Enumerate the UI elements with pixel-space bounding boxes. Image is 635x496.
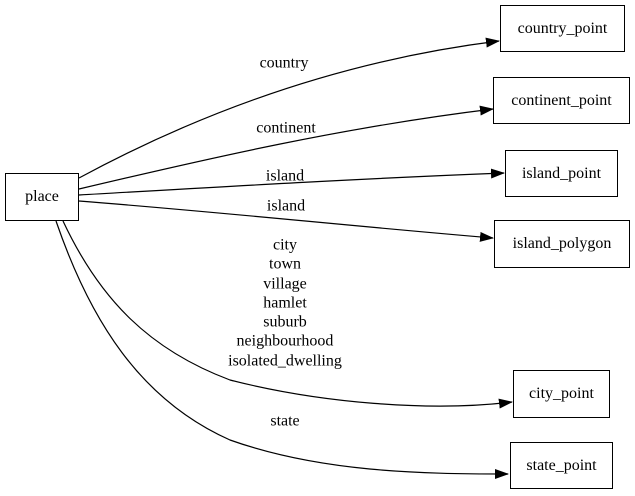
edge-place-to-continent_point [78, 105, 494, 190]
node-label-state_point: state_point [526, 456, 597, 474]
node-island_polygon: island_polygon [494, 220, 630, 268]
edge-label-place-to-continent_point: continent [256, 119, 316, 137]
edge-label-place-to-city_point: city town village hamlet suburb neighbou… [228, 236, 342, 370]
node-place: place [5, 173, 79, 221]
node-label-country_point: country_point [517, 19, 608, 37]
node-label-island_polygon: island_polygon [512, 235, 612, 252]
edge-place-to-state_point [55, 220, 509, 479]
node-country_point: country_point [500, 5, 625, 52]
edge-label-place-to-state_point: state [270, 412, 300, 430]
node-state_point: state_point [510, 442, 613, 489]
node-label-island_point: island_point [521, 164, 602, 182]
node-label-city_point: city_point [529, 385, 594, 402]
edge-label-place-to-island_polygon: island [266, 197, 306, 215]
edge-place-to-island_point [78, 168, 505, 196]
node-city_point: city_point [513, 370, 610, 418]
edge-label-place-to-country_point: country [259, 54, 309, 72]
edge-label-place-to-island_point: island [265, 167, 305, 185]
node-label-place: place [25, 188, 59, 205]
edge-place-to-country_point [78, 37, 500, 179]
edge-place-to-city_point [62, 220, 513, 409]
node-island_point: island_point [505, 150, 618, 197]
edge-place-to-island_polygon [78, 200, 494, 242]
node-continent_point: continent_point [493, 77, 630, 124]
node-label-continent_point: continent_point [511, 91, 612, 109]
